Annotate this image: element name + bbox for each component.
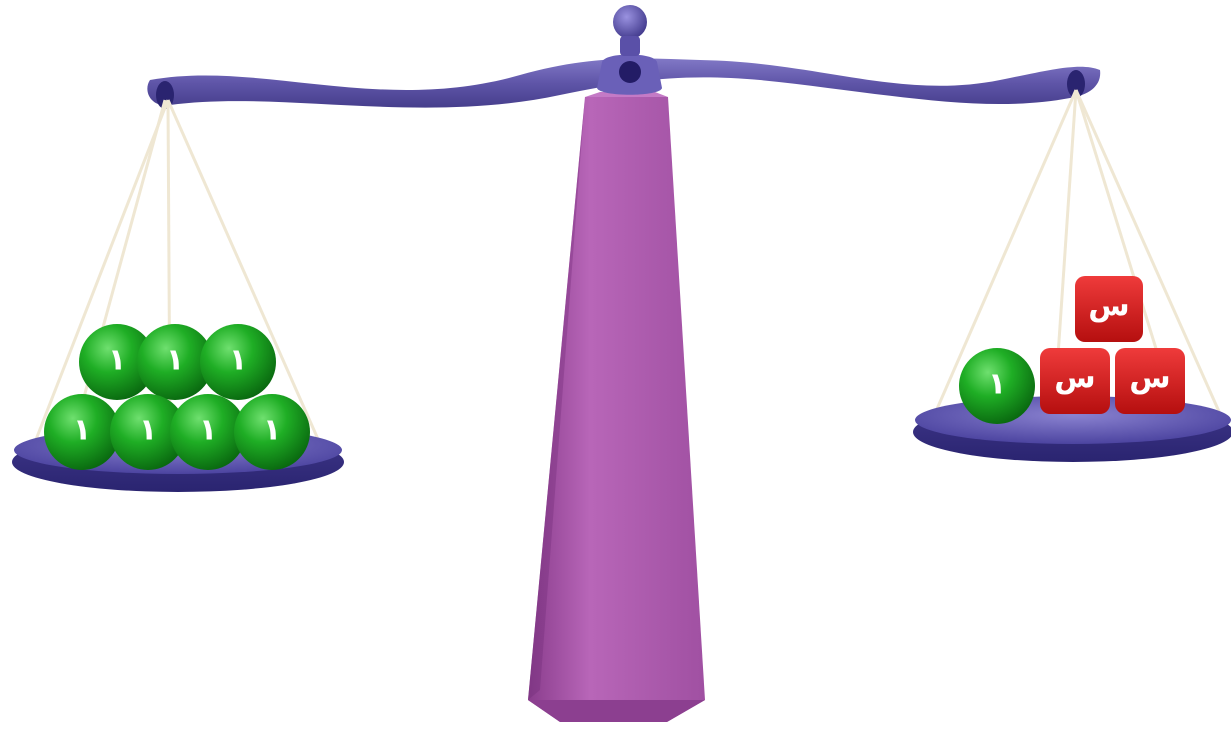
pillar — [528, 92, 705, 722]
ball-label: ١ — [199, 413, 217, 448]
ball-label: ١ — [263, 413, 281, 448]
variable-cube: س — [1075, 276, 1143, 342]
ball-label: ١ — [988, 367, 1006, 402]
unit-ball: ١ — [959, 348, 1035, 424]
ball-label: ١ — [73, 413, 91, 448]
unit-ball: ١ — [200, 324, 276, 400]
variable-cube: س — [1040, 348, 1110, 414]
cube-label: س — [1054, 361, 1095, 396]
cube-label: س — [1129, 361, 1170, 396]
cube-label: س — [1088, 289, 1129, 324]
pivot-knob — [613, 5, 647, 39]
unit-ball: ١ — [234, 394, 310, 470]
pivot — [597, 5, 662, 95]
left-pan-balls: ١ ١ ١ ١ ١ ١ ١ — [44, 324, 310, 470]
right-pan-items: ١ س س س — [959, 276, 1185, 424]
ball-label: ١ — [166, 343, 184, 378]
ball-label: ١ — [108, 343, 126, 378]
ball-label: ١ — [139, 413, 157, 448]
unit-ball: ١ — [44, 394, 120, 470]
variable-cube: س — [1115, 348, 1185, 414]
pivot-hole — [619, 61, 641, 83]
ball-label: ١ — [229, 343, 247, 378]
